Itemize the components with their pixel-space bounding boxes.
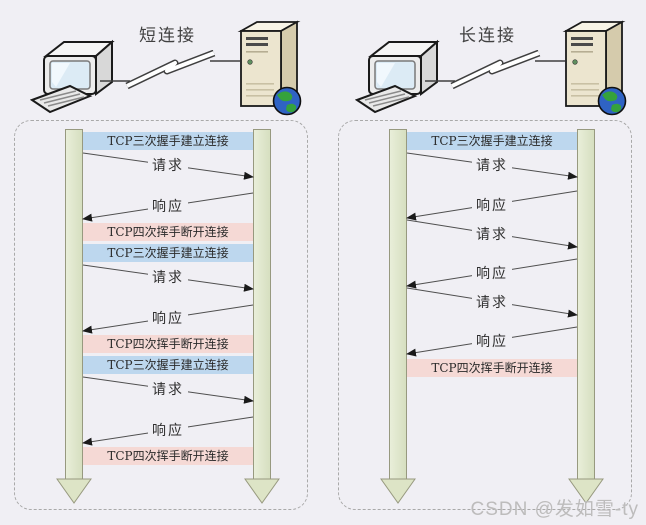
csdn-watermark: CSDN @发如雪-ty [470,499,639,520]
tcp-disconnect-banner: TCP四次挥手断开连接 [83,447,253,465]
server-icon [237,20,302,116]
request-label: 请求 [472,223,512,244]
long-connection-title: 长连接 [459,26,516,46]
response-label: 响应 [472,194,512,215]
lightning-link-icon [100,50,240,90]
tcp-disconnect-banner: TCP四次挥手断开连接 [407,359,577,377]
tcp-connect-banner: TCP三次握手建立连接 [83,356,253,374]
message-arrows-layer [406,152,578,357]
server-icon [562,20,627,116]
lifeline-arrow-icon [56,478,92,504]
request-label: 请求 [472,155,512,175]
response-label: 响应 [148,420,188,440]
response-label: 响应 [148,308,188,328]
tcp-connect-banner: TCP三次握手建立连接 [83,244,253,262]
response-label: 响应 [472,330,512,351]
lifeline-arrow-icon [568,478,604,504]
lifeline-arrow-icon [244,478,280,504]
computer-icon [355,39,440,114]
tcp-disconnect-banner: TCP四次挥手断开连接 [83,335,253,353]
short-connection-title: 短连接 [139,26,196,46]
server-lifeline [577,129,595,481]
response-label: 响应 [472,262,512,283]
request-label: 请求 [472,291,512,312]
tcp-connect-banner: TCP三次握手建立连接 [83,132,253,150]
lightning-link-icon [425,50,565,90]
server-lifeline [253,129,271,481]
request-label: 请求 [148,379,188,399]
computer-icon [30,39,115,114]
tcp-connect-banner: TCP三次握手建立连接 [407,132,577,150]
client-lifeline [389,129,407,481]
request-label: 请求 [148,267,188,287]
client-lifeline [65,129,83,481]
request-label: 请求 [148,155,188,175]
tcp-disconnect-banner: TCP四次挥手断开连接 [83,223,253,241]
response-label: 响应 [148,196,188,216]
lifeline-arrow-icon [380,478,416,504]
